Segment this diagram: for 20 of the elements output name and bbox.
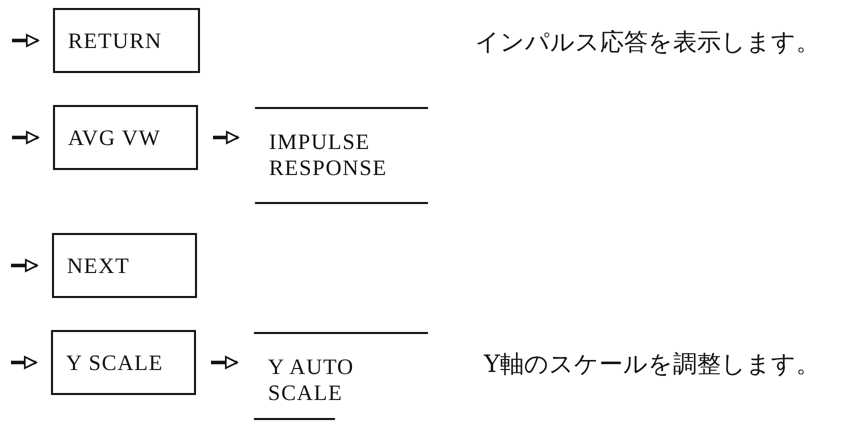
key-box — [52, 233, 197, 298]
key-text: RETURN — [68, 28, 163, 54]
key-text: NEXT — [67, 253, 131, 279]
key-text: Y AUTO SCALE — [268, 354, 356, 406]
key-text: Y SCALE — [66, 350, 164, 376]
description-text: Y軸のスケールを調整します。 — [484, 349, 820, 380]
key-box — [53, 8, 200, 73]
key-text: IMPULSE RESPONSE — [269, 129, 388, 181]
description-text: インパルス応答を表示します。 — [475, 27, 820, 58]
key-box — [53, 105, 198, 170]
arrow — [11, 259, 38, 272]
key-text: AVG VW — [68, 125, 162, 151]
arrow — [12, 34, 39, 47]
key-box — [51, 330, 196, 395]
arrow — [12, 131, 39, 144]
soft-key-label — [254, 332, 428, 420]
soft-key-label — [255, 107, 428, 204]
arrow — [213, 131, 239, 144]
arrow — [11, 356, 37, 369]
arrow — [211, 356, 238, 369]
